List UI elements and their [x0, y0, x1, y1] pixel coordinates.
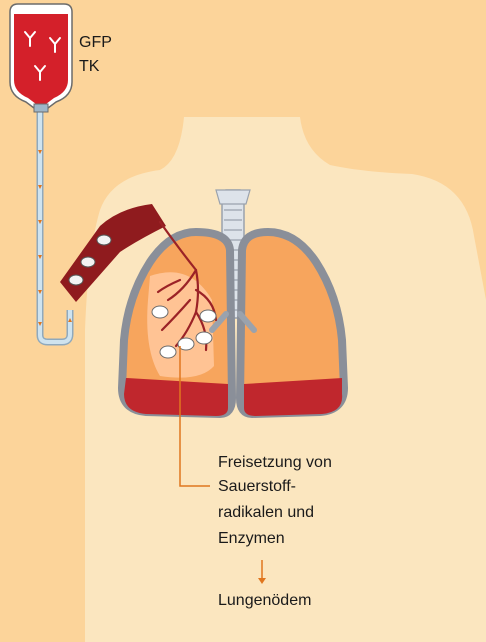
- release-text-line-2: Sauerstoff-: [218, 476, 296, 498]
- release-text-line-4: Enzymen: [218, 528, 285, 550]
- iv-tube: [38, 112, 72, 342]
- release-text-line-3: radikalen und: [218, 502, 314, 524]
- infusion-bag: [10, 4, 72, 112]
- release-text-line-1: Freisetzung von: [218, 452, 332, 474]
- outcome-label: Lungenödem: [218, 590, 311, 612]
- bag-label-gfp: GFP: [79, 32, 112, 54]
- bag-label-tk: TK: [79, 56, 99, 78]
